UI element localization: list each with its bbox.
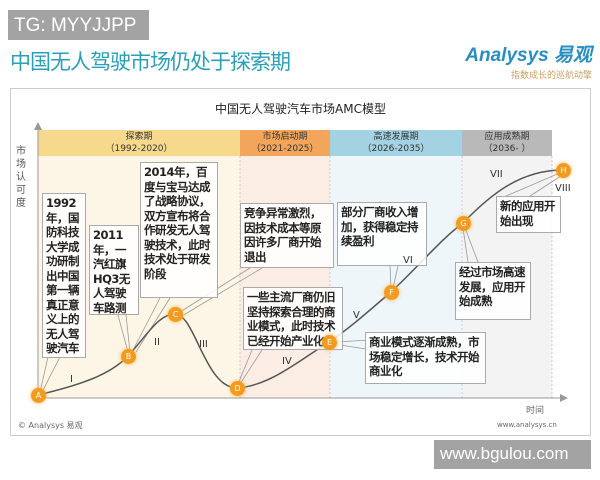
y-axis-arrow bbox=[34, 122, 42, 130]
phase-exploration: 探索期（1992-2020） bbox=[38, 130, 240, 156]
stage-viii: VIII bbox=[555, 183, 571, 194]
point-h: H bbox=[556, 163, 571, 178]
phase-rapid-growth: 高速发展期（2026-2035） bbox=[330, 130, 462, 156]
callout-competition: 竞争异常激烈，因技术成本等原因许多厂商开始退出 bbox=[240, 203, 334, 268]
callout-maturity: 经过市场高速发展，应用开始成熟 bbox=[455, 262, 531, 320]
point-a: A bbox=[31, 388, 46, 403]
page-title: 中国无人驾驶市场仍处于探索期 bbox=[10, 50, 291, 74]
point-b: B bbox=[121, 349, 136, 364]
callout-1992: 1992年，国防科技大学成功研制出中国第一辆真正意义上的无人驾驶汽车 bbox=[42, 193, 86, 358]
x-axis-label: 时间 bbox=[526, 406, 545, 416]
callout-profit: 部分厂商收入增加，获得稳定持续盈利 bbox=[337, 202, 427, 266]
point-e: E bbox=[322, 335, 337, 350]
stage-vii: VII bbox=[490, 169, 503, 180]
phase-launch: 市场启动期（2021-2025） bbox=[240, 130, 330, 156]
phase-maturity: 应用成熟期（2036- ） bbox=[462, 130, 552, 156]
point-g: G bbox=[456, 216, 471, 231]
stage-iv: IV bbox=[282, 356, 292, 367]
logo-slogan: 指数成长的巡航动擎 bbox=[510, 71, 592, 81]
watermark-top: TG: MYYJJPP bbox=[8, 10, 149, 40]
source-url: www.analysys.cn bbox=[497, 421, 557, 429]
point-d: D bbox=[230, 381, 245, 396]
callout-2014: 2014年，百度与宝马达成了战略协议，双方宣布将合作研发无人驾驶技术，此时技术处… bbox=[140, 162, 218, 298]
diagram-title: 中国无人驾驶汽车市场AMC模型 bbox=[215, 102, 386, 116]
point-f: F bbox=[384, 285, 399, 300]
analysys-logo: Analysys 易观 bbox=[465, 45, 592, 66]
stage-i: I bbox=[70, 374, 73, 385]
point-c: C bbox=[168, 307, 183, 322]
phase-tint-2 bbox=[240, 156, 330, 398]
callout-new-apps: 新的应用开始出现 bbox=[496, 196, 561, 233]
stage-ii: II bbox=[154, 337, 160, 348]
y-axis-label: 市场认可度 bbox=[16, 146, 26, 209]
callout-commercialization: 商业模式逐渐成熟，市场稳定增长，技术开始商业化 bbox=[365, 332, 486, 384]
x-axis-arrow bbox=[560, 394, 568, 402]
watermark-bottom: www.bgulou.com bbox=[434, 440, 591, 469]
stage-v: V bbox=[353, 310, 360, 321]
callout-2011: 2011年，一汽红旗HQ3无人驾驶车路测 bbox=[89, 225, 139, 315]
stage-vi: VI bbox=[403, 255, 413, 266]
copyright: © Analysys 易观 bbox=[18, 421, 83, 430]
stage-iii: III bbox=[199, 339, 208, 350]
